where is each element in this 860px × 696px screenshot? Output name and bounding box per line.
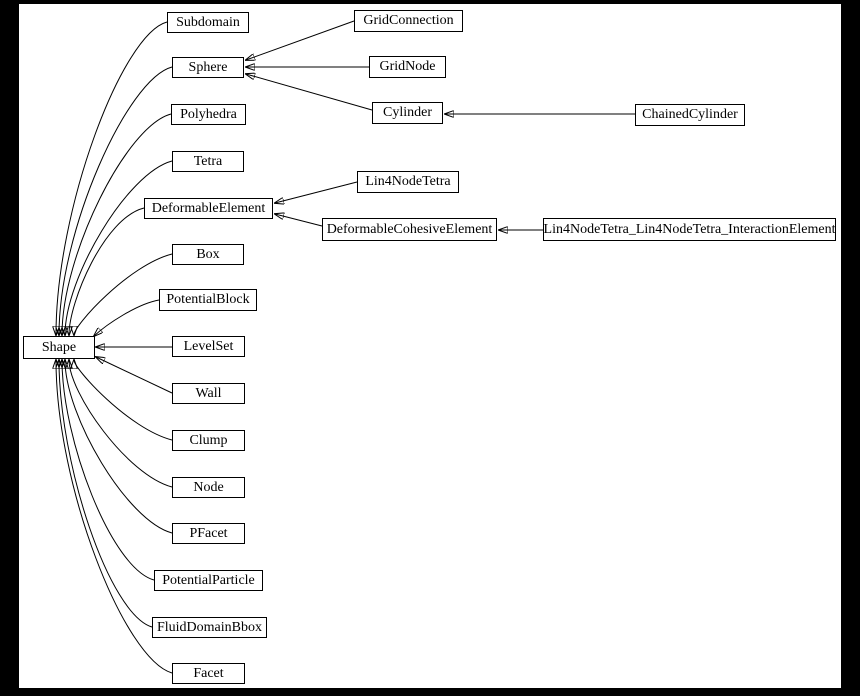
node-node[interactable]: Node	[172, 477, 245, 498]
edge-polyhedra-to-shape	[62, 113, 172, 335]
edge-deformableelement-to-shape	[69, 207, 145, 335]
node-grid-connection[interactable]: GridConnection	[354, 10, 463, 32]
edge-facet-to-shape	[56, 360, 173, 674]
node-subdomain[interactable]: Subdomain	[167, 12, 249, 33]
node-potential-block[interactable]: PotentialBlock	[159, 289, 257, 311]
node-grid-node[interactable]: GridNode	[369, 56, 446, 78]
inheritance-diagram-canvas: Shape Subdomain Sphere Polyhedra Tetra D…	[19, 4, 841, 688]
node-facet[interactable]: Facet	[172, 663, 245, 684]
edge-deformablecohesiveelement-to-deformableelement	[275, 214, 323, 227]
node-lin4nodetetra[interactable]: Lin4NodeTetra	[357, 171, 459, 193]
edge-tetra-to-shape	[65, 160, 173, 335]
edge-subdomain-to-shape	[56, 21, 168, 335]
node-potential-particle[interactable]: PotentialParticle	[154, 570, 263, 591]
node-deformable-cohesive-element[interactable]: DeformableCohesiveElement	[322, 218, 497, 241]
node-fluid-domain-bbox[interactable]: FluidDomainBbox	[152, 617, 267, 638]
edge-cylinder-to-sphere	[246, 74, 373, 111]
edge-gridconnection-to-sphere	[246, 20, 355, 60]
edge-fluiddomainbbox-to-shape	[59, 360, 153, 628]
node-box[interactable]: Box	[172, 244, 244, 265]
edge-lin4nodetetra-to-deformableelement	[275, 181, 358, 203]
edge-node-to-shape	[69, 360, 173, 488]
edge-pfacet-to-shape	[65, 360, 173, 534]
node-pfacet[interactable]: PFacet	[172, 523, 245, 544]
node-cylinder[interactable]: Cylinder	[372, 102, 443, 124]
node-polyhedra[interactable]: Polyhedra	[171, 104, 246, 125]
node-tetra[interactable]: Tetra	[172, 151, 244, 172]
edge-clump-to-shape	[74, 360, 173, 441]
edge-box-to-shape	[74, 253, 173, 335]
edge-wall-to-shape	[96, 357, 173, 394]
node-sphere[interactable]: Sphere	[172, 57, 244, 78]
node-shape[interactable]: Shape	[23, 336, 95, 359]
edge-sphere-to-shape	[59, 66, 173, 335]
node-wall[interactable]: Wall	[172, 383, 245, 404]
node-chained-cylinder[interactable]: ChainedCylinder	[635, 104, 745, 126]
node-lin4nodetetra-interaction-element[interactable]: Lin4NodeTetra_Lin4NodeTetra_InteractionE…	[543, 218, 836, 241]
edges-layer	[19, 20, 635, 674]
edge-potentialparticle-to-shape	[62, 360, 155, 581]
node-deformable-element[interactable]: DeformableElement	[144, 198, 273, 219]
node-clump[interactable]: Clump	[172, 430, 245, 451]
edge-potentialblock-to-shape	[94, 299, 160, 336]
node-levelset[interactable]: LevelSet	[172, 336, 245, 357]
